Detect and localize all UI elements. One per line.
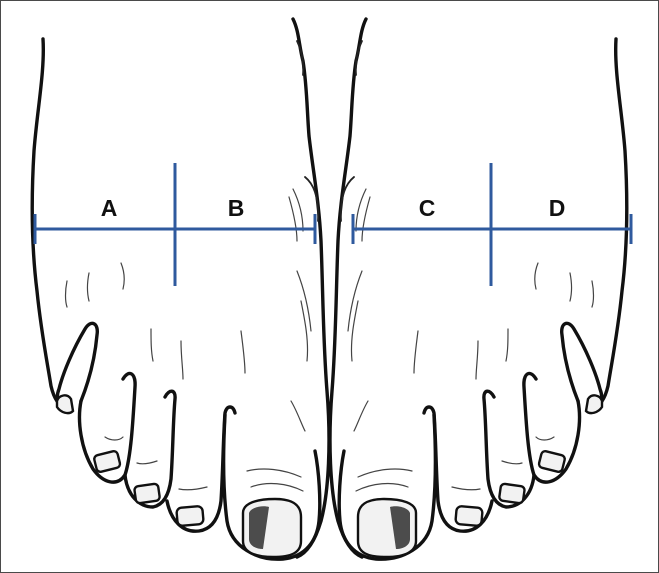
right-third-toenail <box>499 483 525 503</box>
left-third-toenail <box>134 483 160 503</box>
right-foot-lateral-outline <box>592 39 627 409</box>
measurement-lines <box>35 163 631 286</box>
left-foot-top-creases <box>289 189 311 431</box>
left-foot-lateral-outline <box>32 39 67 409</box>
left-little-toenail <box>57 395 73 413</box>
left-fourth-toenail <box>93 450 120 472</box>
segment-label-c: C <box>419 195 436 221</box>
right-foot-top-creases <box>348 189 370 431</box>
segment-label-a: A <box>101 195 118 221</box>
right-second-toenail <box>455 506 482 526</box>
right-fourth-toenail <box>538 450 565 472</box>
segment-label-b: B <box>228 195 245 221</box>
left-foot <box>32 19 329 559</box>
left-second-toenail <box>176 506 203 526</box>
segment-label-d: D <box>549 195 566 221</box>
right-foot <box>330 19 627 559</box>
right-little-toenail <box>586 395 602 413</box>
